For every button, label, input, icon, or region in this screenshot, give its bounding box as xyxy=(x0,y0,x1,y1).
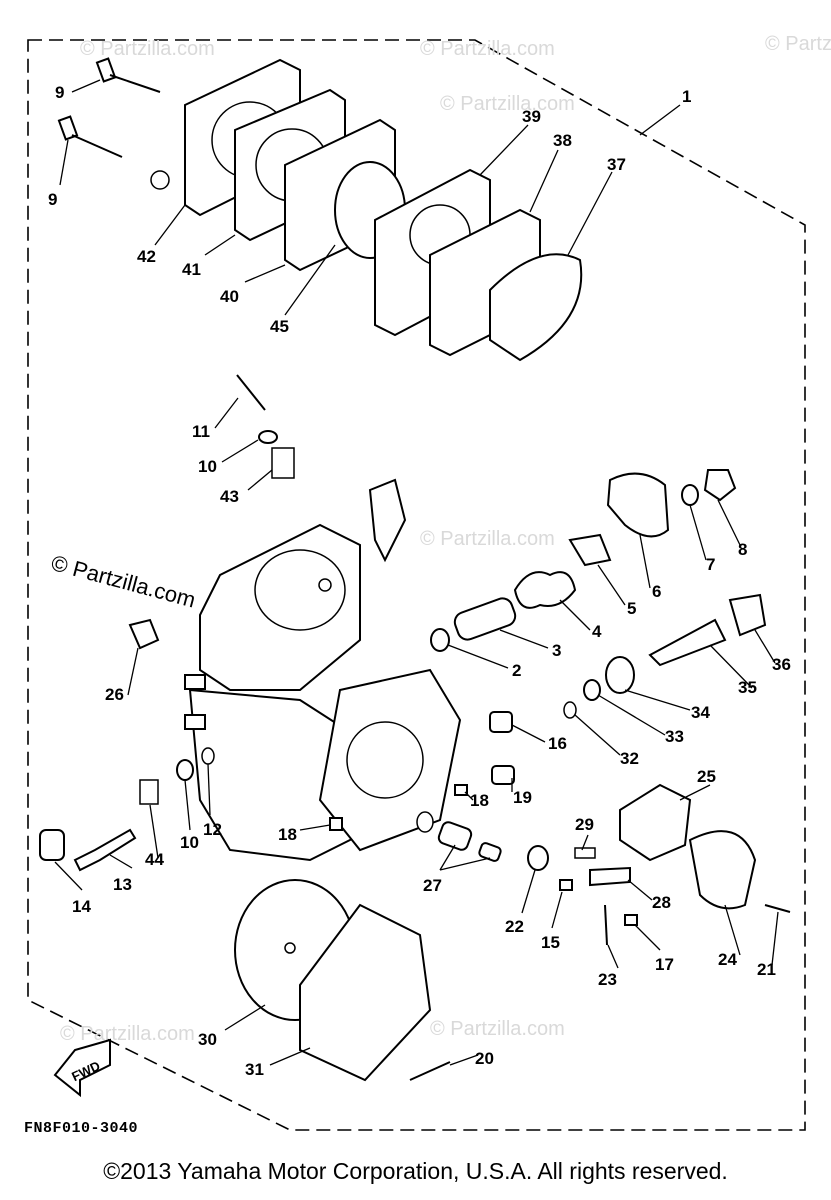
fwd-arrow: FWD xyxy=(53,1038,111,1098)
callout-12: 12 xyxy=(203,820,222,839)
callout-2: 2 xyxy=(512,661,521,680)
copyright-notice: ©2013 Yamaha Motor Corporation, U.S.A. A… xyxy=(103,1158,728,1184)
exploded-parts-diagram: © Partzilla.com © Partzilla.com © Partzi… xyxy=(27,33,831,1131)
callout-6: 6 xyxy=(652,582,661,601)
callout-32: 32 xyxy=(620,749,639,768)
callout-19: 19 xyxy=(513,788,532,807)
callout-10b: 10 xyxy=(180,833,199,852)
throttle-parts xyxy=(329,469,791,946)
leader-lines xyxy=(54,79,779,1066)
callout-10a: 10 xyxy=(198,457,217,476)
pump-cover-group xyxy=(57,57,583,362)
assembly-boundary xyxy=(27,39,806,1131)
callout-9a: 9 xyxy=(55,83,64,102)
watermark-faint: © Partzilla.com xyxy=(420,38,555,60)
watermark-faint: © Partzilla.com xyxy=(80,38,215,60)
callout-43: 43 xyxy=(220,487,239,506)
callout-16: 16 xyxy=(548,734,567,753)
callout-17: 17 xyxy=(655,955,674,974)
callout-39: 39 xyxy=(522,107,541,126)
callout-34: 34 xyxy=(691,703,710,722)
callout-11: 11 xyxy=(192,422,210,441)
callout-37: 37 xyxy=(607,155,626,174)
callout-20: 20 xyxy=(475,1049,494,1068)
callout-1: 1 xyxy=(682,87,691,106)
watermark-faint: © Partzilla.com xyxy=(440,93,575,115)
diagram-code: FN8F010-3040 xyxy=(24,1120,139,1137)
callout-9b: 9 xyxy=(48,190,57,209)
callout-14: 14 xyxy=(72,897,91,916)
watermark-faint: © Partzilla.com xyxy=(430,1018,565,1040)
callout-30: 30 xyxy=(198,1030,217,1049)
callout-18b: 18 xyxy=(278,825,297,844)
callout-40: 40 xyxy=(220,287,239,306)
callout-13: 13 xyxy=(113,875,132,894)
callout-5: 5 xyxy=(627,599,636,618)
callout-3: 3 xyxy=(552,641,561,660)
callout-27: 27 xyxy=(423,876,442,895)
watermark-faint: © Partzilla.com xyxy=(60,1023,195,1045)
callout-42: 42 xyxy=(137,247,156,266)
callout-18a: 18 xyxy=(470,791,489,810)
callout-36: 36 xyxy=(772,655,791,674)
callout-26: 26 xyxy=(105,685,124,704)
bottom-cover-group xyxy=(234,879,451,1082)
callout-labels: 1 2 3 4 5 6 7 8 9 9 10 10 11 12 13 14 15… xyxy=(48,83,791,1079)
callout-21: 21 xyxy=(757,960,776,979)
callout-25: 25 xyxy=(697,767,716,786)
callout-41: 41 xyxy=(182,260,201,279)
callout-35: 35 xyxy=(738,678,757,697)
callout-24: 24 xyxy=(718,950,737,969)
callout-29: 29 xyxy=(575,815,594,834)
callout-22: 22 xyxy=(505,917,524,936)
callout-4: 4 xyxy=(592,622,602,641)
callout-28: 28 xyxy=(652,893,671,912)
callout-33: 33 xyxy=(665,727,684,746)
callout-8: 8 xyxy=(738,540,747,559)
idle-parts xyxy=(39,374,295,872)
callout-7: 7 xyxy=(706,555,715,574)
watermark-faint: © Partzilla.com xyxy=(420,528,555,550)
callout-31: 31 xyxy=(245,1060,264,1079)
callout-45: 45 xyxy=(270,317,289,336)
carburetor-body xyxy=(184,478,462,862)
callout-23: 23 xyxy=(598,970,617,989)
watermark-faint: © Partzilla.com xyxy=(765,33,831,55)
callout-38: 38 xyxy=(553,131,572,150)
callout-15: 15 xyxy=(541,933,560,952)
callout-44: 44 xyxy=(145,850,164,869)
